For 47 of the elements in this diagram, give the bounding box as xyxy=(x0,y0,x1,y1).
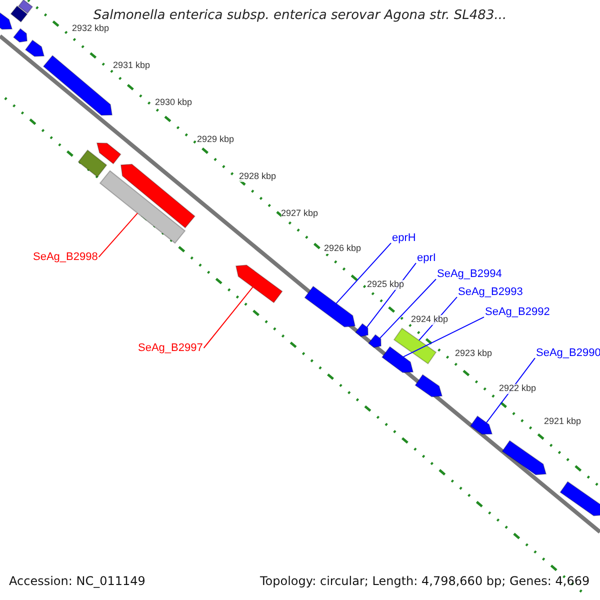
scale-tick-label: 2921 kbp xyxy=(544,417,582,427)
leader-line xyxy=(336,242,392,304)
gene-label: eprI xyxy=(417,252,436,264)
gene-label: SeAg_B2994 xyxy=(437,268,502,280)
leader-line xyxy=(402,316,484,358)
gene-block xyxy=(96,142,122,164)
scale-tick-label: 2929 kbp xyxy=(197,135,234,145)
gene-block xyxy=(12,28,28,43)
gene-block xyxy=(381,346,414,373)
scale-tick-label: 2932 kbp xyxy=(72,24,110,34)
gene-block xyxy=(235,264,283,304)
gene-block xyxy=(120,164,196,228)
gene-block xyxy=(560,481,600,516)
gene-block xyxy=(368,334,382,348)
gene-label: SeAg_B2997 xyxy=(138,342,203,354)
gene-label: SeAg_B2992 xyxy=(485,306,550,318)
scale-tick-label: 2928 kbp xyxy=(239,172,276,182)
gene-block xyxy=(304,286,356,328)
scale-tick-label: 2924 kbp xyxy=(411,315,448,325)
gene-label: SeAg_B2990 xyxy=(536,347,600,360)
gene-block xyxy=(42,54,113,116)
scale-tick-label: 2930 kbp xyxy=(155,98,192,108)
gene-block xyxy=(354,323,369,338)
gene-block xyxy=(393,328,437,364)
gene-label: SeAg_B2998 xyxy=(33,251,98,264)
gene-block xyxy=(414,374,443,398)
leader-line xyxy=(203,286,254,348)
scale-tick-label: 2926 kbp xyxy=(324,244,362,254)
gene-label: eprH xyxy=(392,232,416,244)
scale-tick-label: 2927 kbp xyxy=(281,209,318,219)
gene-block xyxy=(470,415,493,435)
scale-tick-label: 2923 kbp xyxy=(455,349,492,359)
leader-line xyxy=(98,212,138,258)
gene-label: SeAg_B2993 xyxy=(458,286,523,298)
gene-block xyxy=(24,40,45,57)
scale-tick-label: 2925 kbp xyxy=(367,280,404,290)
leader-line xyxy=(379,278,436,339)
scale-tick-label: 2922 kbp xyxy=(499,384,536,394)
gene-block xyxy=(10,5,28,23)
footer-text: Accession: NC_011149 xyxy=(9,575,146,588)
gene-block xyxy=(0,10,13,30)
gene-block xyxy=(78,149,108,178)
gene-block xyxy=(18,0,34,14)
title: Salmonella enterica subsp. enterica serovar Agona str. SL483... xyxy=(92,9,508,24)
gene-block xyxy=(502,440,547,476)
gene-block xyxy=(99,170,186,244)
footer-text: Topology: circular; Length: 4,798,660 bp; Genes: 4,669 xyxy=(260,575,590,588)
